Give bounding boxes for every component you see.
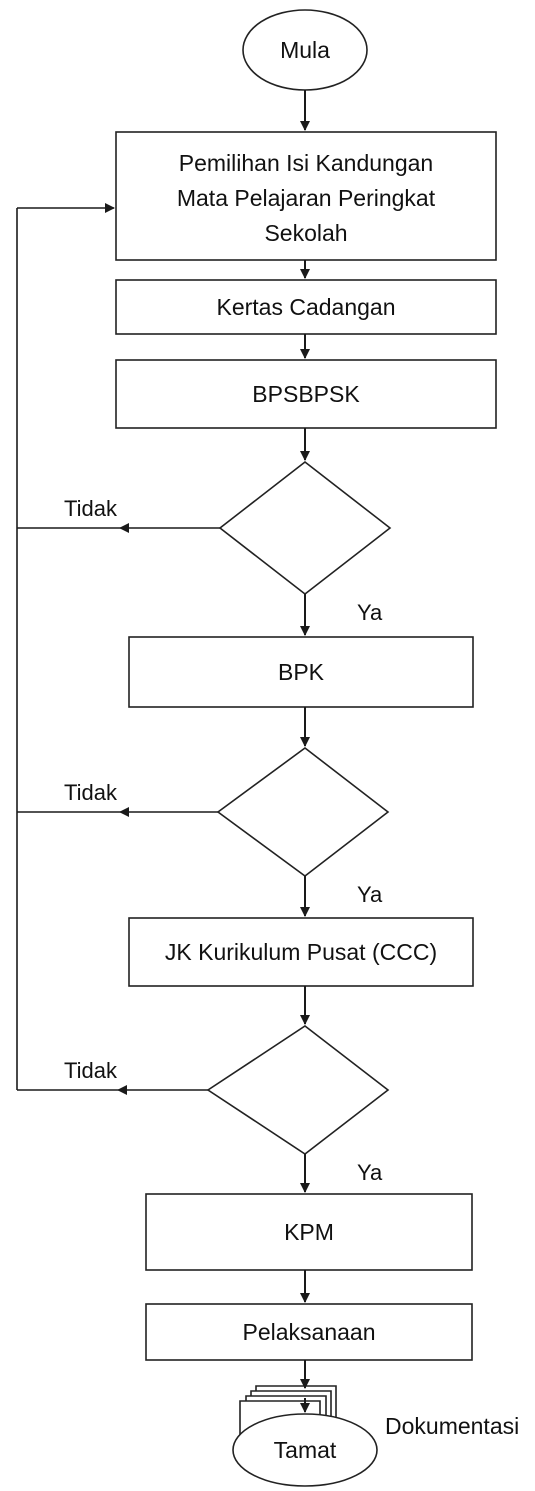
process-bpsbpsk [115, 359, 497, 429]
decision-3-no-label: Tidak [64, 1058, 118, 1083]
pemilihan-line-1: Pemilihan Isi Kandungan [179, 150, 433, 176]
end-terminator [232, 1413, 378, 1487]
process-pelaksanaan [145, 1303, 473, 1361]
process-pemilihan [115, 131, 497, 261]
decision-2-yes-label: Ya [357, 882, 383, 907]
start-label: Mula [280, 37, 330, 63]
bpsbpsk-label: BPSBPSK [252, 381, 360, 407]
kpm-label: KPM [284, 1219, 334, 1245]
decision-1-no-label: Tidak [64, 496, 118, 521]
bpk-label: BPK [278, 659, 325, 685]
decision-diamond-3 [206, 1025, 390, 1155]
document-label: Dokumentasi [385, 1413, 519, 1439]
decision-2-no-label: Tidak [64, 780, 118, 805]
process-kertas-cadangan [115, 279, 497, 335]
kertas-cadangan-label: Kertas Cadangan [216, 294, 395, 320]
process-kpm [145, 1193, 473, 1271]
pemilihan-line-2: Mata Pelajaran Peringkat [177, 185, 436, 211]
decision-diamond-2 [216, 746, 390, 878]
process-bpk [128, 636, 474, 708]
jk-kurikulum-label: JK Kurikulum Pusat (CCC) [165, 939, 437, 965]
decision-diamond-1 [218, 460, 392, 596]
pelaksanaan-label: Pelaksanaan [243, 1319, 376, 1345]
decision-3-yes-label: Ya [357, 1160, 383, 1185]
pemilihan-line-3: Sekolah [264, 220, 347, 246]
decision-1-yes-label: Ya [357, 600, 383, 625]
process-jk-kurikulum [128, 917, 474, 987]
end-label: Tamat [274, 1437, 337, 1463]
